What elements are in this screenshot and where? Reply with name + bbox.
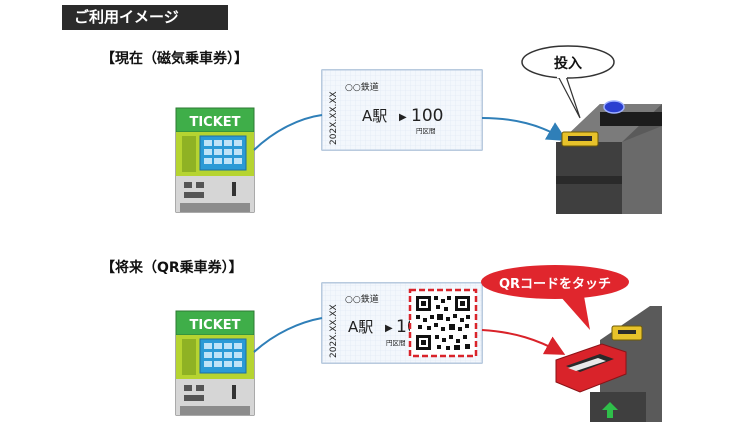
insert-callout: 投入 — [521, 45, 615, 119]
flow-arrow-ticket-to-gate-future — [481, 329, 566, 355]
flow-arrow-ticket-to-gate-current — [481, 117, 568, 142]
ticket-station-future: A駅 — [348, 318, 373, 336]
flow-arrow-machine-to-ticket-future — [253, 317, 323, 353]
ticket-arrow-future: ▶ — [385, 323, 393, 334]
ticket-arrow-current: ▶ — [399, 112, 407, 123]
ticket-gate-future — [555, 306, 662, 422]
future-section-label: 【将来（QR乗車券）】 — [101, 260, 243, 276]
ticket-machine-current: TICKET — [175, 107, 255, 213]
ticket-fare-unit-current: 円区間 — [416, 127, 436, 135]
ticket-date-future: 202X.XX.XX — [329, 304, 339, 358]
qr-reader — [555, 343, 627, 393]
ticket-fare-unit-future: 円区間 — [386, 339, 406, 347]
machine-label-current: TICKET — [189, 115, 240, 130]
qr-touch-callout-text: QRコードをタッチ — [499, 277, 611, 292]
ticket-company-current: ○○鉄道 — [345, 81, 379, 93]
insert-callout-text: 投入 — [554, 56, 582, 72]
ticket-company-future: ○○鉄道 — [345, 293, 379, 305]
qr-touch-callout: QRコードをタッチ — [481, 265, 629, 330]
magnetic-ticket: ○○鉄道 202X.XX.XX A駅 ▶ 100 円区間 — [321, 69, 483, 151]
ticket-gate-current — [556, 100, 662, 214]
flow-arrow-machine-to-ticket-current — [253, 114, 323, 151]
qr-ticket: ○○鉄道 202X.XX.XX A駅 ▶ 100 円区間 — [321, 282, 483, 364]
go-signal-icon — [602, 402, 618, 410]
machine-label-future: TICKET — [189, 318, 240, 333]
ticket-station-current: A駅 — [362, 107, 387, 125]
ticket-fare-current: 100 — [411, 106, 443, 126]
current-section-label: 【現在（磁気乗車券）】 — [101, 51, 248, 67]
ticket-machine-future: TICKET — [175, 310, 255, 416]
section-header: ご利用イメージ — [62, 5, 228, 30]
ticket-date-current: 202X.XX.XX — [329, 91, 339, 145]
qr-code-icon — [416, 296, 470, 350]
